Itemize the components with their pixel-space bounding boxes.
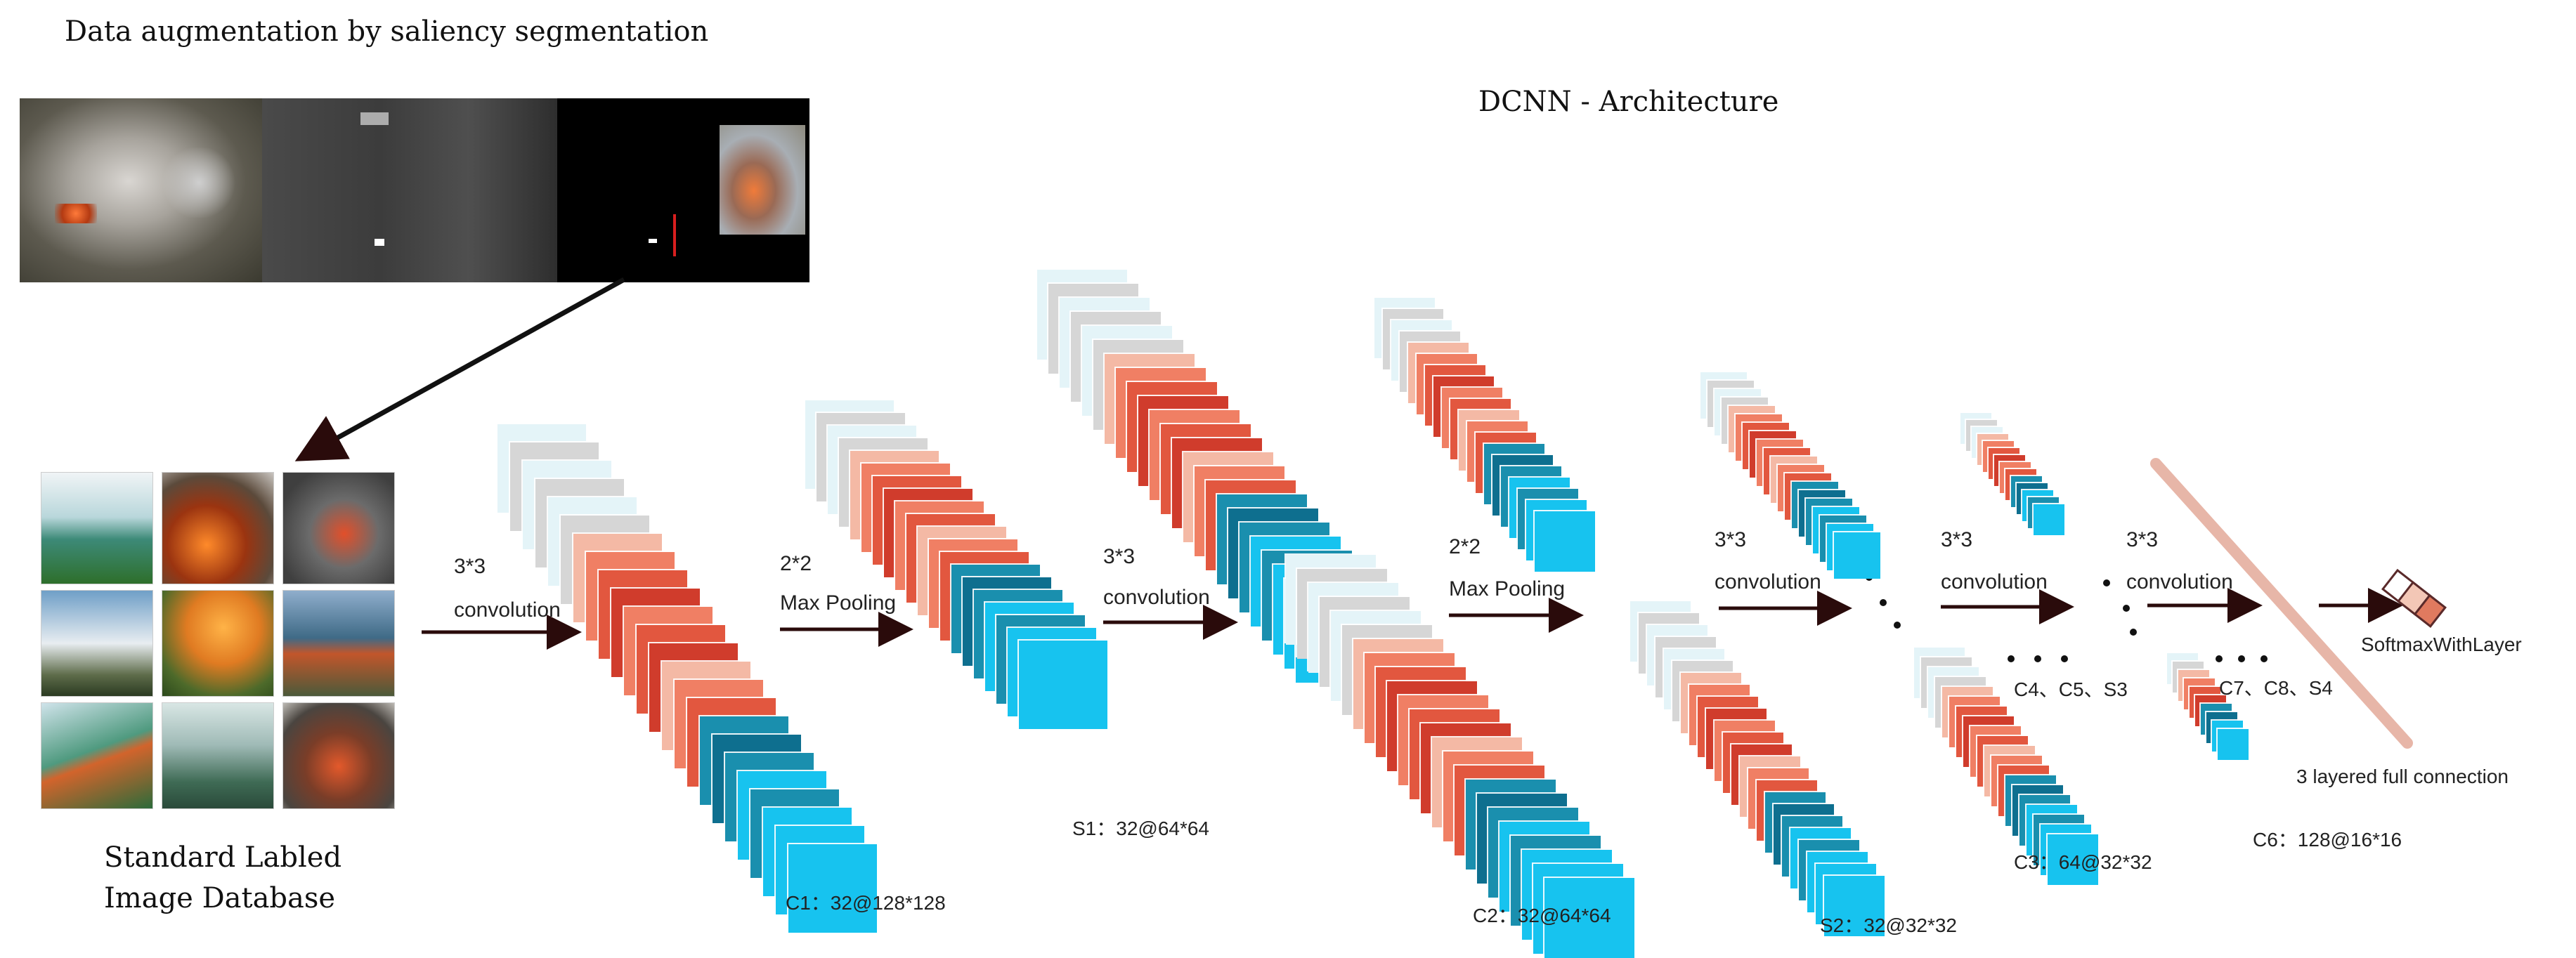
feature-map-plate [1535, 511, 1595, 572]
database-thumbnail [162, 472, 274, 584]
c2-caption: C2：32@64*64 [1473, 905, 1611, 926]
segmented-fire-crop [720, 125, 805, 235]
database-thumbnail [162, 590, 274, 697]
op3-kernel-label: 3*3 [1103, 545, 1136, 568]
op4-type-label: Max Pooling [1449, 577, 1566, 601]
op7-kernel-label: 3*3 [2126, 528, 2159, 551]
database-thumbnail [41, 590, 153, 697]
augmentation-title: Data augmentation by saliency segmentati… [65, 15, 709, 48]
architecture-title: DCNN - Architecture [1478, 86, 1779, 118]
database-thumbnail [282, 472, 395, 584]
c3-caption: C3：64@32*32 [2014, 851, 2152, 873]
c6-caption: C6：128@16*16 [2253, 829, 2402, 851]
feature-map-plate [2218, 729, 2249, 760]
database-thumbnail [282, 590, 395, 697]
database-caption-line2: Image Database [104, 882, 336, 914]
op4-kernel-label: 2*2 [1449, 535, 1481, 558]
c1-caption: C1：32@128*128 [786, 892, 946, 914]
s1-caption: S1：32@64*64 [1072, 818, 1210, 839]
full-connection-bar [2150, 458, 2413, 749]
op3-type-label: convolution [1103, 586, 1210, 609]
full-connection-label: 3 layered full connection [2296, 766, 2509, 787]
database-caption-line1: Standard Labled [104, 841, 342, 874]
ellipsis-dots-3 [2103, 579, 2137, 636]
s2-caption: S2：32@32*32 [1820, 914, 1958, 936]
database-thumbnail [282, 702, 395, 809]
feature-map-plate [788, 844, 877, 933]
ellipsis-dots-2 [2008, 655, 2068, 662]
op2-type-label: Max Pooling [780, 591, 897, 615]
feature-map-plate [1834, 532, 1880, 579]
op6-type-label: convolution [1941, 570, 2048, 593]
feature-map-plate [1019, 641, 1107, 729]
database-thumbnail [41, 702, 153, 809]
intermediate-layers-2: C7、C8、S4 [2219, 677, 2333, 699]
feature-map-plate [1824, 876, 1885, 936]
image-database-grid [41, 472, 399, 809]
op6-kernel-label: 3*3 [1941, 528, 1973, 551]
feature-map-plate [2048, 834, 2098, 885]
op2-kernel-label: 2*2 [780, 552, 812, 575]
segmentation-to-database-arrow [294, 277, 625, 461]
op1-type-label: convolution [454, 598, 561, 622]
op1-kernel-label: 3*3 [454, 555, 486, 578]
intermediate-layers-1: C4、C5、S3 [2014, 678, 2128, 700]
ellipsis-dots-1 [1866, 574, 1901, 629]
feature-map-plate [1544, 878, 1634, 958]
saliency-strip [20, 98, 809, 282]
database-thumbnail [41, 472, 153, 584]
saliency-map-image [262, 98, 557, 282]
fire-smoke-image [20, 98, 262, 282]
op5-kernel-label: 3*3 [1715, 528, 1747, 551]
op5-type-label: convolution [1715, 570, 1821, 593]
op7-type-label: convolution [2126, 570, 2233, 593]
softmax-label: SoftmaxWithLayer [2361, 634, 2522, 655]
database-thumbnail [162, 702, 274, 809]
ellipsis-dots-4 [2216, 655, 2268, 662]
feature-map-plate [2034, 504, 2064, 535]
softmax-icon [2381, 568, 2447, 628]
